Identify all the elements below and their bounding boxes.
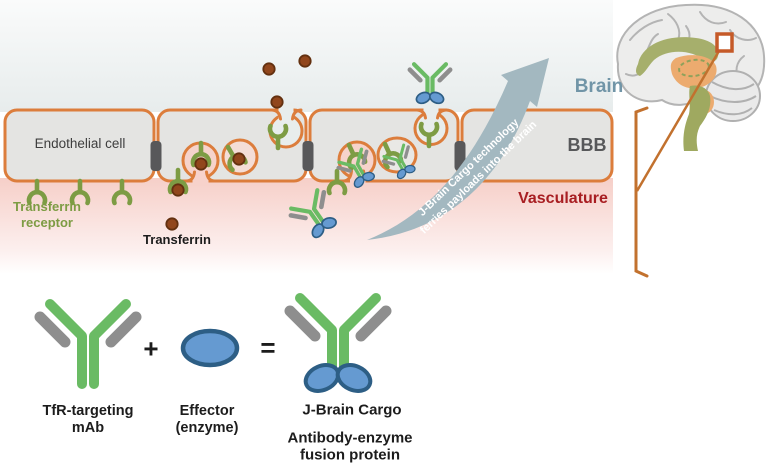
transferrin-icon (262, 62, 276, 76)
transferrin-icon (165, 217, 179, 231)
transferrin-icon (194, 157, 208, 171)
transferrin-icon (298, 54, 312, 68)
tfr-mab-label-line2: mAb (71, 420, 105, 436)
magnifier-square-icon (715, 32, 734, 53)
effector-enzyme-icon (180, 328, 240, 368)
bbb-label: BBB (567, 135, 607, 155)
j-brain-cargo-icon (290, 298, 386, 396)
tight-junction-icon (150, 141, 162, 171)
vasculature-background (0, 178, 613, 274)
transferrin-label: Transferrin (143, 232, 211, 247)
brain-label: Brain (574, 76, 624, 97)
tfr-mab-icon (40, 304, 136, 384)
fusion-protein-label-line1: Antibody-enzyme (287, 429, 413, 447)
fusion-protein-label: Antibody-enzyme fusion protein (287, 429, 413, 464)
fusion-protein-label-line2: fusion protein (299, 446, 400, 463)
plus-sign: + (143, 333, 159, 364)
transferrin-receptor-label-line1: Transferrin (13, 199, 81, 214)
transferrin-icon (171, 183, 185, 197)
vasculature-label: Vasculature (518, 190, 608, 207)
transferrin-icon (270, 95, 284, 109)
effector-label-line2: (enzyme) (175, 420, 239, 436)
tfr-mab-label-line1: TfR-targeting (42, 403, 134, 419)
cerebellum (705, 70, 761, 122)
transferrin-receptor-label-line2: receptor (20, 215, 74, 230)
endothelial-cell-label: Endothelial cell (34, 136, 126, 151)
effector-label: Effector (enzyme) (176, 403, 239, 437)
corpus-callosum (636, 37, 719, 76)
transferrin-icon (232, 152, 246, 166)
equation-graphics (40, 298, 386, 396)
zoom-annotation (634, 32, 734, 278)
tfr-mab-label: TfR-targeting mAb (42, 403, 133, 437)
tight-junction-icon (302, 141, 314, 171)
j-brain-cargo-label: J-Brain Cargo (302, 401, 402, 419)
cargo-arrow (367, 58, 549, 240)
effector-label-line1: Effector (179, 403, 235, 419)
equals-sign: = (260, 332, 276, 363)
pointer-line (635, 50, 721, 192)
bbb-bracket (634, 106, 649, 278)
transferrin-receptor-label: Transferrin receptor (13, 199, 81, 231)
brain-illustration (616, 3, 766, 151)
